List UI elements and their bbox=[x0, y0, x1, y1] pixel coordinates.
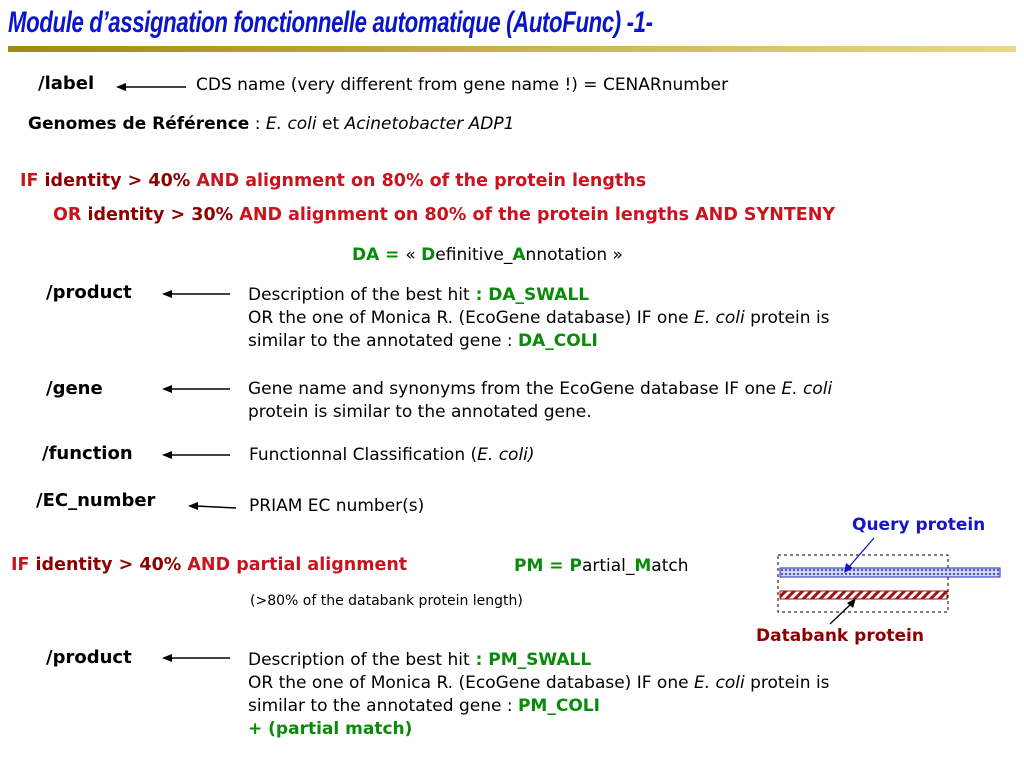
product-pm-line2-end: protein is bbox=[744, 673, 830, 693]
rule1-if: IF bbox=[20, 171, 39, 191]
da-nnotation: nnotation » bbox=[525, 245, 623, 265]
function-tag: /function bbox=[42, 443, 133, 464]
pm-m: M bbox=[634, 556, 652, 576]
gene-tag: /gene bbox=[46, 378, 103, 399]
databank-protein-bar bbox=[779, 590, 948, 600]
da-open: « bbox=[405, 245, 422, 265]
rule3-identity: identity > 40% bbox=[29, 555, 188, 575]
rule-identity-40: IF identity > 40% AND alignment on 80% o… bbox=[20, 170, 646, 193]
rule2-rest: alignment on 80% of the protein lengths bbox=[282, 205, 696, 225]
product-pm-partial-match: + (partial match) bbox=[248, 719, 413, 739]
rule2-and: AND bbox=[239, 205, 282, 225]
label-tag: /label bbox=[38, 73, 95, 94]
da-code: DA = bbox=[352, 245, 406, 265]
gene-line1: Gene name and synonyms from the EcoGene … bbox=[248, 379, 782, 399]
product-description: Description of the best hit : DA_SWALL O… bbox=[248, 284, 830, 353]
function-arrow-icon bbox=[162, 451, 230, 459]
function-ecoli: E. coli) bbox=[477, 445, 535, 465]
rule1-identity: identity > 40% bbox=[38, 171, 197, 191]
pm-artial: artial_ bbox=[581, 556, 635, 576]
product-code-pm-swall: : PM_SWALL bbox=[469, 650, 592, 670]
query-protein-bar bbox=[779, 567, 1001, 578]
gene-ecoli: E. coli bbox=[781, 379, 833, 399]
product-ecoli: E. coli bbox=[693, 308, 745, 328]
label-arrow-icon bbox=[116, 83, 186, 91]
genomes-and: et bbox=[316, 114, 345, 134]
product-pm-line1: Description of the best hit bbox=[248, 650, 470, 670]
alignment-diagram bbox=[777, 537, 1001, 625]
rule3-and: AND bbox=[187, 555, 231, 575]
rule2-synteny: AND SYNTENY bbox=[695, 205, 836, 225]
page-title: Module d’assignation fonctionnelle autom… bbox=[8, 6, 653, 39]
product-line1: Description of the best hit bbox=[248, 285, 470, 305]
product-tag: /product bbox=[46, 282, 132, 303]
pm-atch: atch bbox=[651, 556, 689, 576]
genomes-separator: : bbox=[249, 114, 266, 134]
rule2-identity: identity > 30% bbox=[81, 205, 240, 225]
product-pm-arrow-icon bbox=[162, 654, 230, 662]
product-pm-ecoli: E. coli bbox=[693, 673, 745, 693]
label-description: CDS name (very different from gene name … bbox=[196, 75, 729, 95]
overlap-box bbox=[777, 554, 949, 613]
genome-acinetobacter: Acinetobacter ADP1 bbox=[344, 114, 515, 134]
product-pm-tag: /product bbox=[46, 647, 132, 668]
pm-definition: PM = Partial_Match bbox=[514, 555, 689, 578]
genome-ecoli: E. coli bbox=[265, 114, 317, 134]
function-text: Functionnal Classification ( bbox=[249, 445, 478, 465]
da-a: A bbox=[512, 245, 526, 265]
product-line2: OR the one of Monica R. (EcoGene databas… bbox=[248, 308, 694, 328]
rule2-or: OR bbox=[53, 205, 82, 225]
rule1-and: AND bbox=[196, 171, 240, 191]
pm-code: PM = bbox=[514, 556, 570, 576]
query-protein-label: Query protein bbox=[852, 515, 986, 535]
product-pm-description: Description of the best hit : PM_SWALL O… bbox=[248, 649, 830, 741]
rule3-if: IF bbox=[11, 555, 30, 575]
gene-arrow-icon bbox=[162, 385, 230, 393]
reference-genomes: Genomes de Référence : E. coli et Acinet… bbox=[28, 113, 514, 136]
da-efinitive: efinitive_ bbox=[435, 245, 513, 265]
product-pm-line2: OR the one of Monica R. (EcoGene databas… bbox=[248, 673, 694, 693]
gene-line2: protein is similar to the annotated gene… bbox=[248, 402, 592, 422]
function-description: Functionnal Classification (E. coli) bbox=[249, 444, 535, 467]
product-code-da-swall: : DA_SWALL bbox=[469, 285, 590, 305]
ec-number-tag: /EC_number bbox=[36, 490, 156, 511]
pm-p: P bbox=[569, 556, 582, 576]
pm-note: (>80% of the databank protein length) bbox=[250, 593, 523, 609]
product-line3: similar to the annotated gene : bbox=[248, 331, 518, 351]
ec-arrow-icon bbox=[188, 502, 237, 510]
genomes-heading: Genomes de Référence bbox=[28, 114, 250, 134]
title-divider bbox=[8, 46, 1016, 52]
da-d: D bbox=[421, 245, 436, 265]
rule-identity-30: OR identity > 30% AND alignment on 80% o… bbox=[53, 204, 835, 227]
product-code-da-coli: DA_COLI bbox=[517, 331, 598, 351]
rule1-rest: alignment on 80% of the protein lengths bbox=[239, 171, 647, 191]
product-arrow-icon bbox=[162, 290, 230, 298]
product-pm-line3: similar to the annotated gene : bbox=[248, 696, 518, 716]
product-code-pm-coli: PM_COLI bbox=[517, 696, 600, 716]
databank-protein-label: Databank protein bbox=[756, 626, 924, 646]
da-definition: DA = « Definitive_Annotation » bbox=[352, 244, 623, 267]
ec-description: PRIAM EC number(s) bbox=[249, 496, 425, 516]
rule3-rest: partial alignment bbox=[230, 555, 408, 575]
gene-description: Gene name and synonyms from the EcoGene … bbox=[248, 378, 832, 424]
rule-partial-alignment: IF identity > 40% AND partial alignment bbox=[11, 554, 407, 577]
product-line2-end: protein is bbox=[744, 308, 830, 328]
